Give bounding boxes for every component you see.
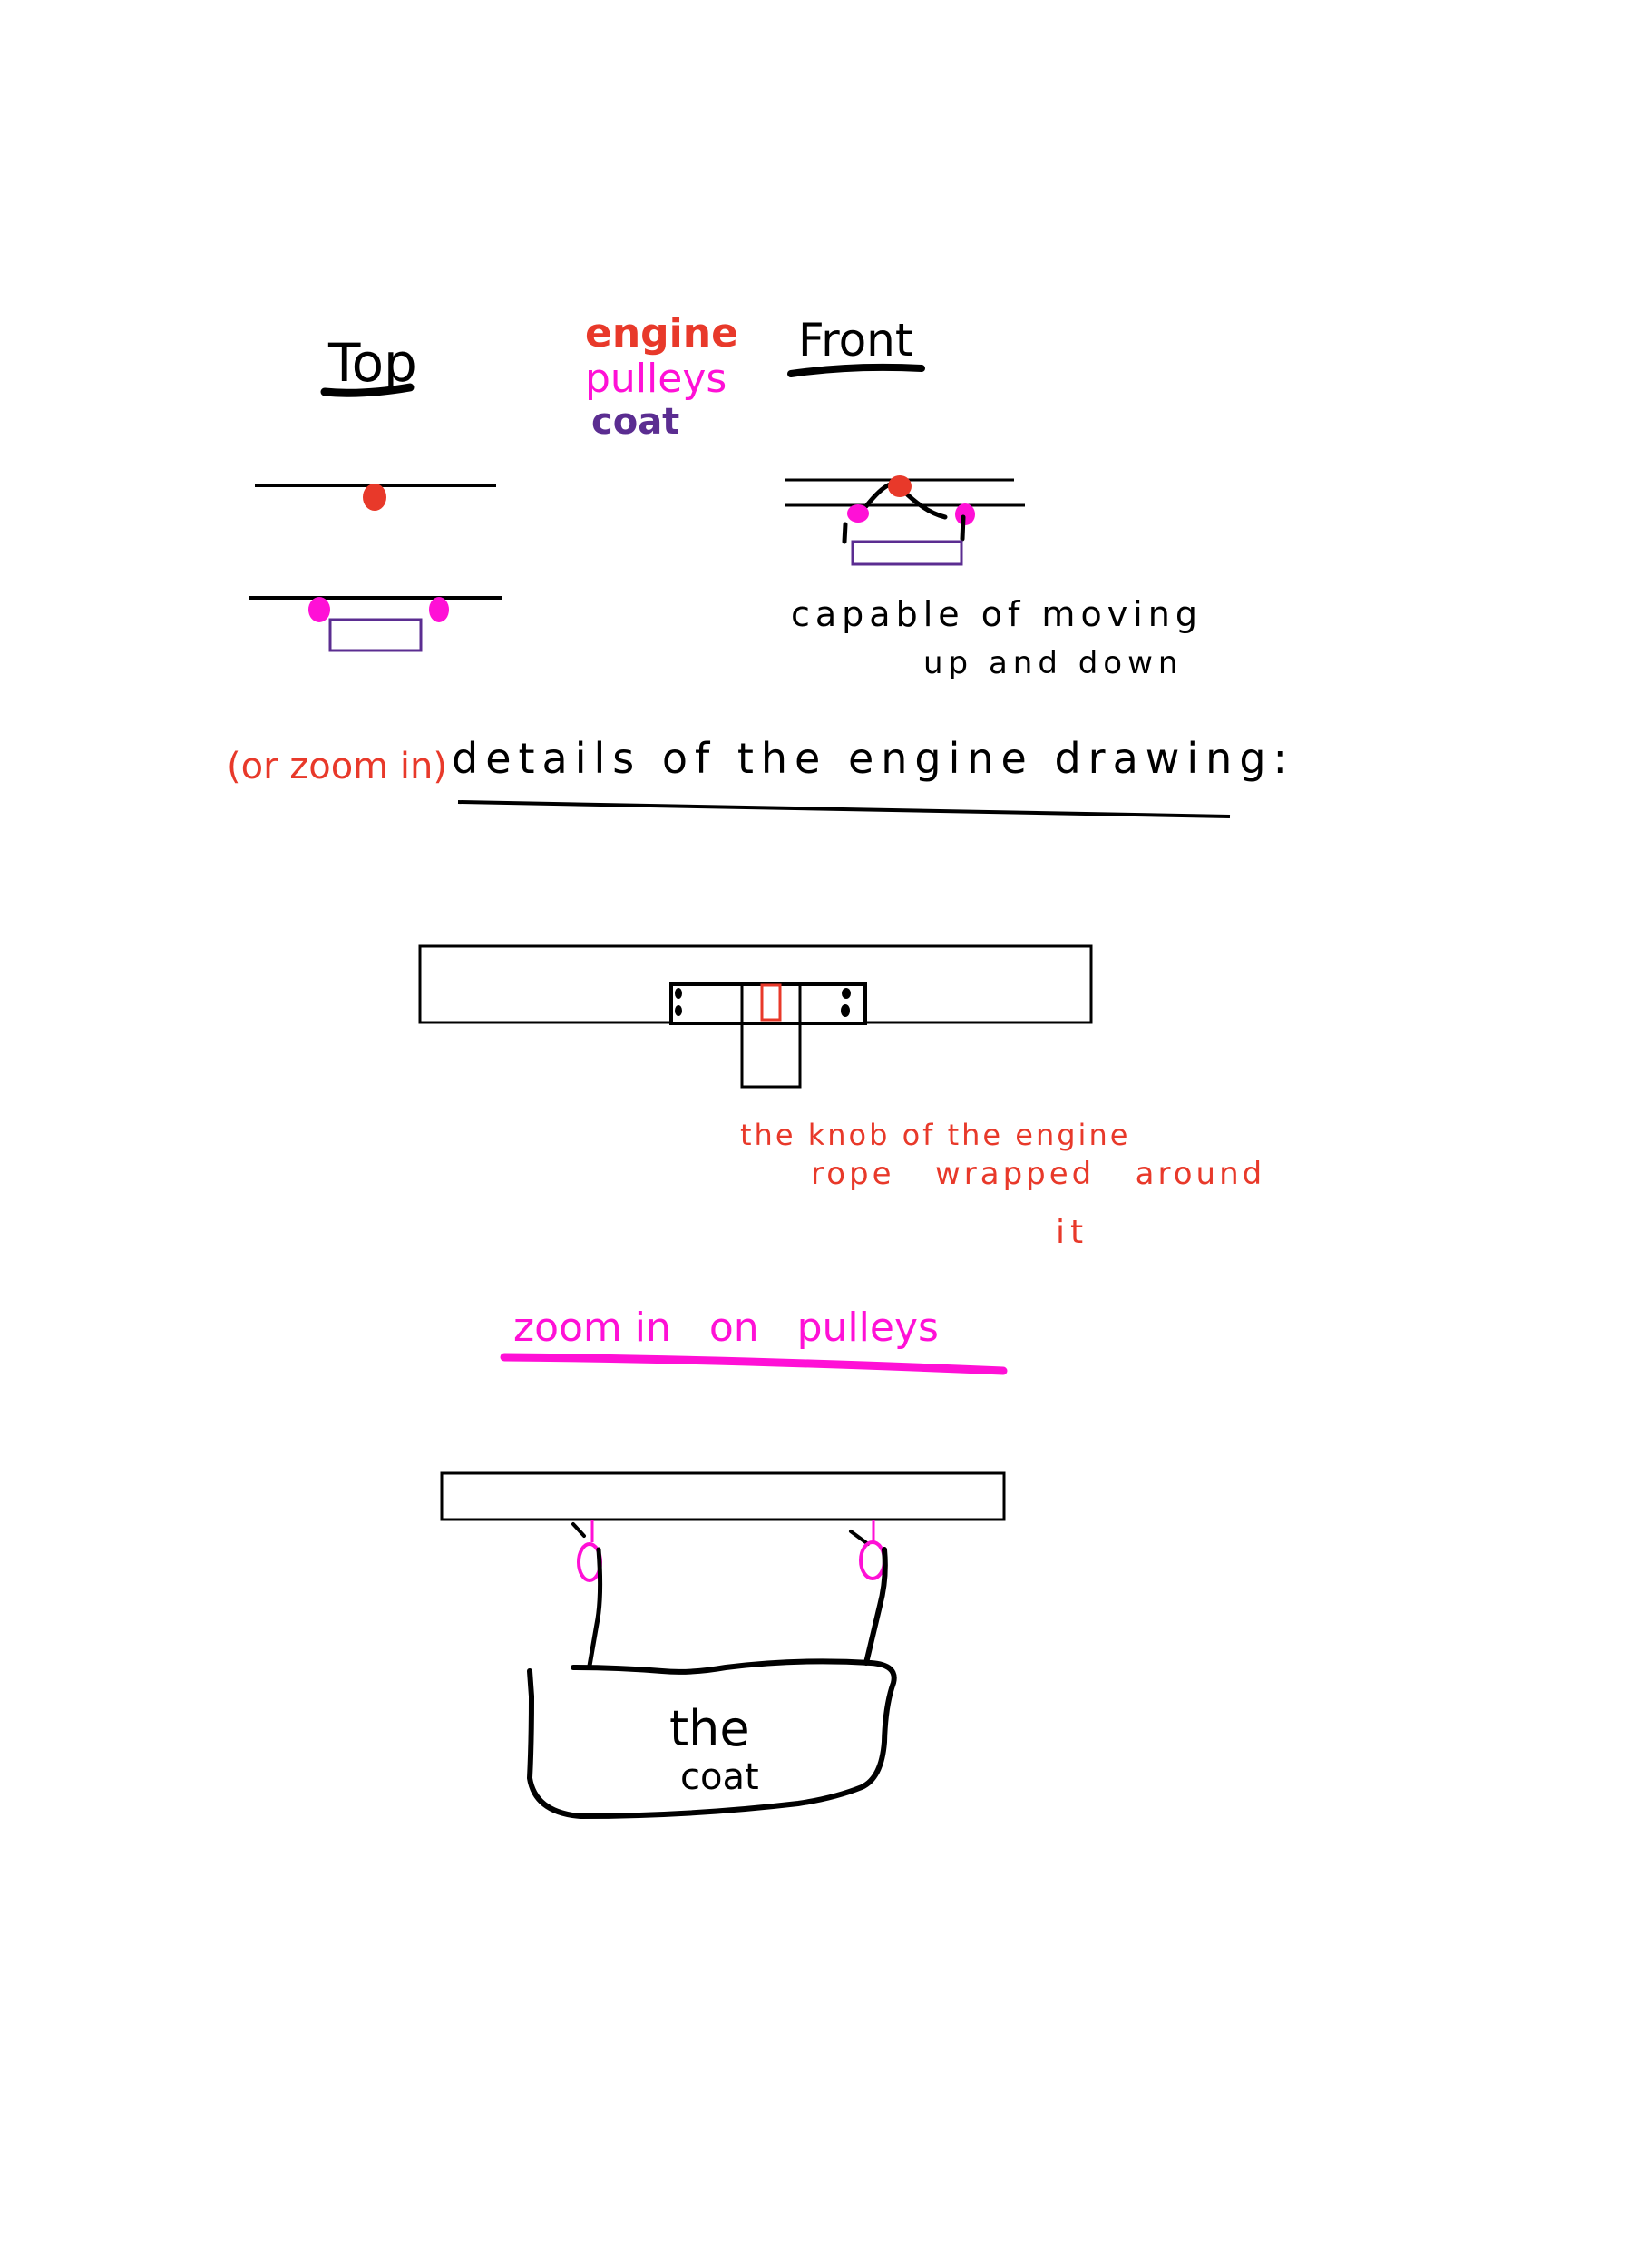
bolt-icon — [675, 988, 682, 999]
pulley-section-title: zoom in on pulleys — [513, 1305, 939, 1351]
engine-mount-plate — [669, 982, 867, 1025]
legend-engine: engine — [585, 310, 738, 357]
top-heading: Top — [320, 332, 417, 397]
coat-rect — [328, 618, 423, 652]
coat-outline — [527, 1658, 897, 1819]
front-heading: Front — [787, 314, 925, 377]
coat-label-line1: the — [669, 1700, 750, 1757]
front-view-diagram — [785, 475, 1025, 566]
engine-dot-icon — [363, 484, 386, 511]
engine-detail-drawing — [418, 944, 1093, 1089]
pulley-dot-right-icon — [955, 503, 975, 525]
rope-left — [587, 1547, 603, 1668]
rope-right — [863, 1547, 888, 1666]
engine-knob-icon — [760, 983, 782, 1022]
front-heading-underline — [787, 363, 925, 377]
pulley-hook-right — [849, 1530, 870, 1546]
engine-section-prefix: (or zoom in) — [227, 746, 447, 787]
engine-caption-line3: it — [1056, 1214, 1088, 1251]
pulley-dot-left-icon — [308, 597, 330, 622]
pulley-section-heading: zoom in on pulleys — [500, 1305, 1008, 1375]
pulley-dot-left-icon — [847, 504, 869, 523]
engine-section-underline — [457, 800, 1231, 818]
front-view-rope-right — [960, 514, 966, 542]
bolt-icon — [675, 1005, 682, 1016]
engine-section-title: details of the engine drawing: — [452, 734, 1294, 783]
engine-dot-icon — [888, 475, 912, 497]
pulley-section-underline — [500, 1353, 1008, 1375]
coat-label-line2: coat — [680, 1756, 759, 1798]
bolt-icon — [841, 1004, 850, 1017]
pulley-dot-right-icon — [429, 597, 449, 622]
top-view-diagram — [249, 484, 502, 652]
engine-caption-line2: rope wrapped around — [811, 1156, 1265, 1192]
bolt-icon — [842, 988, 851, 999]
coat-rect — [851, 540, 963, 566]
legend-coat: coat — [591, 401, 679, 443]
engine-section-heading: (or zoom in) details of the engine drawi… — [227, 734, 1294, 818]
pulley-detail-drawing: the coat — [440, 1471, 1006, 1819]
pulley-beam — [440, 1471, 1006, 1521]
pulley-right-icon — [859, 1540, 886, 1580]
front-view-caption-line1: capable of moving — [791, 594, 1203, 634]
legend: engine pulleys coat — [585, 310, 738, 443]
legend-pulleys: pulleys — [585, 356, 727, 402]
front-view-caption-line2: up and down — [923, 645, 1183, 681]
top-heading-text: Top — [327, 332, 417, 394]
front-heading-text: Front — [798, 314, 912, 367]
pulley-hook-left — [571, 1522, 586, 1538]
front-view-rope-left — [842, 522, 848, 544]
top-heading-underline — [320, 383, 415, 397]
engine-caption-line1: the knob of the engine — [740, 1118, 1130, 1152]
